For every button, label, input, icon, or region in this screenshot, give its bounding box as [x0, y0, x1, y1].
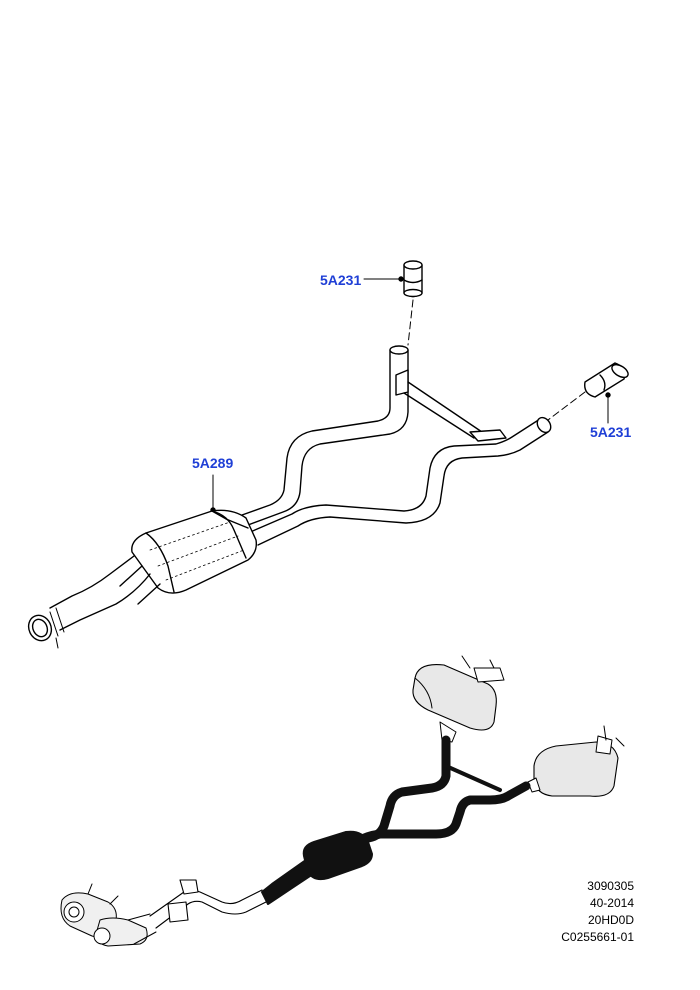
overview-highlight-muffler [261, 830, 373, 905]
alignment-line-top [407, 299, 414, 346]
tailpipe-tip-right[interactable] [584, 362, 631, 398]
overview-catalytic-converters [60, 883, 157, 947]
front-y-pipe[interactable] [25, 555, 161, 649]
overview-rear-muffler-left [412, 655, 505, 743]
upper-pipe[interactable] [227, 345, 409, 529]
callout-5a231-right[interactable]: 5A231 [590, 424, 632, 440]
lower-pipe[interactable] [247, 415, 554, 546]
reference-line-3: 20HD0D [587, 913, 634, 927]
overview-rear-muffler-right [527, 725, 625, 797]
overview-highlight-pipes [325, 735, 531, 859]
leader-dot-top [398, 276, 404, 282]
callout-5a289[interactable]: 5A289 [192, 455, 234, 471]
center-muffler[interactable] [131, 509, 258, 594]
callout-5a231-top[interactable]: 5A231 [320, 272, 362, 288]
alignment-line-right [547, 391, 586, 421]
tailpipe-tip-top[interactable] [403, 260, 423, 298]
overview-front-pipe [149, 879, 267, 929]
reference-line-2: 40-2014 [589, 896, 634, 910]
reference-block: 3090305 40-2014 20HD0D C0255661-01 [561, 878, 634, 946]
reference-line-1: 3090305 [587, 879, 634, 893]
reference-line-4: C0255661-01 [561, 930, 634, 944]
leader-dot-right [605, 392, 611, 398]
cross-bracket[interactable] [395, 369, 507, 442]
